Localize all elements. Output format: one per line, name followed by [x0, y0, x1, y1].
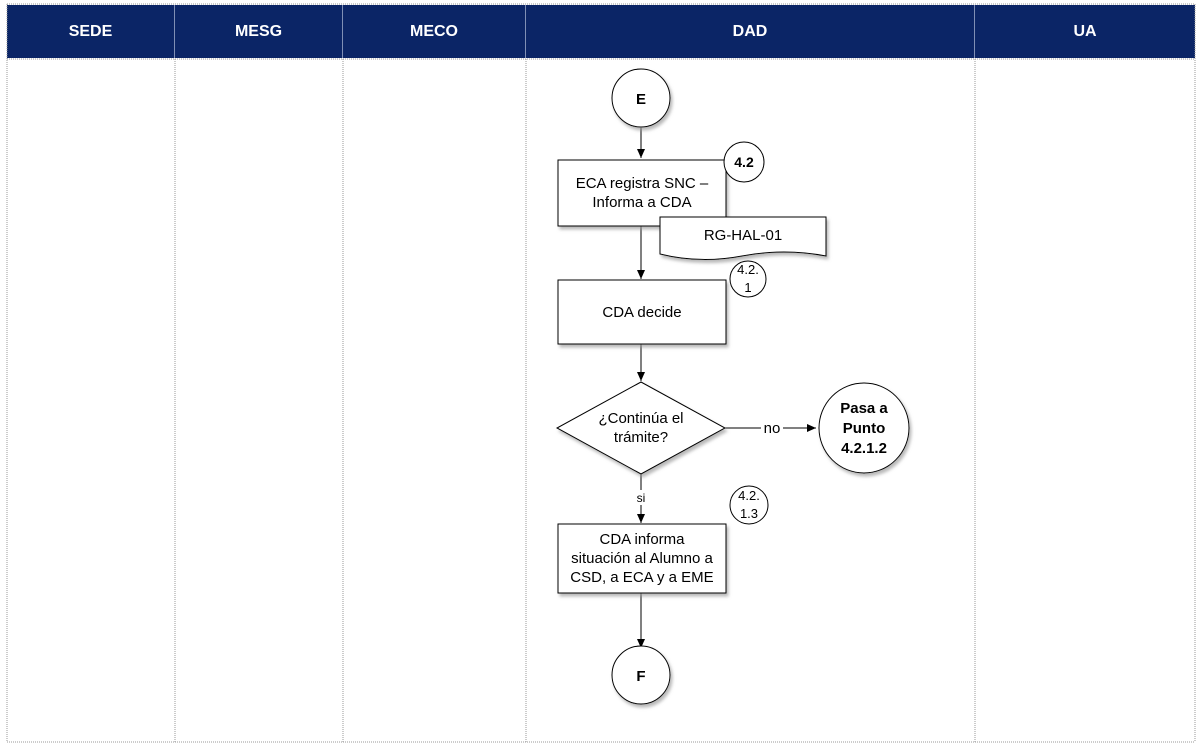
badge-4-2-1-3: 4.2. 1.3 — [729, 485, 769, 525]
badge-4-2-1-line2: 1 — [744, 280, 751, 295]
start-connector: E — [611, 68, 671, 128]
decision-continua-tramite: ¿Continúa el trámite? — [555, 381, 727, 475]
document-rg-hal-01: RG-HAL-01 — [659, 216, 827, 261]
goto-line1: Pasa a — [840, 400, 888, 417]
end-connector: F — [611, 645, 671, 705]
process-cda-informa-line1: CDA informa — [599, 531, 685, 548]
badge-4-2-1-3-line2: 1.3 — [740, 506, 758, 521]
badge-4-2-1: 4.2. 1 — [729, 260, 767, 298]
process-cda-informa: CDA informa situación al Alumno a CSD, a… — [557, 523, 727, 594]
badge-4-2: 4.2 — [723, 141, 765, 183]
decision-line1: ¿Continúa el — [598, 410, 683, 427]
document-rg-hal-01-label: RG-HAL-01 — [704, 227, 782, 244]
lane-header-meco: MECO — [343, 5, 526, 58]
process-cda-decide-label: CDA decide — [602, 304, 681, 321]
label-si: si — [637, 491, 646, 505]
process-register-snc-line1: ECA registra SNC – — [576, 175, 709, 192]
lane-header-sede: SEDE — [7, 5, 175, 58]
lane-header-ua: UA — [975, 5, 1195, 58]
lane-grid — [6, 3, 1196, 743]
end-connector-label: F — [636, 668, 645, 685]
goto-line3: 4.2.1.2 — [841, 440, 887, 457]
badge-4-2-1-3-line1: 4.2. — [738, 488, 760, 503]
label-no: no — [764, 420, 781, 437]
lane-header-dad: DAD — [526, 5, 975, 58]
process-cda-informa-line3: CSD, a ECA y a EME — [570, 569, 713, 586]
goto-connector-4-2-1-2: Pasa a Punto 4.2.1.2 — [818, 382, 910, 474]
process-cda-informa-line2: situación al Alumno a — [571, 550, 713, 567]
process-register-snc-line2: Informa a CDA — [592, 194, 691, 211]
badge-4-2-1-line1: 4.2. — [737, 262, 759, 277]
process-cda-decide: CDA decide — [557, 279, 727, 345]
decision-line2: trámite? — [614, 429, 668, 446]
lane-header-mesg: MESG — [175, 5, 343, 58]
goto-line2: Punto — [843, 420, 886, 437]
badge-4-2-label: 4.2 — [734, 154, 754, 170]
process-register-snc: ECA registra SNC – Informa a CDA — [557, 159, 727, 227]
start-connector-label: E — [636, 91, 646, 108]
